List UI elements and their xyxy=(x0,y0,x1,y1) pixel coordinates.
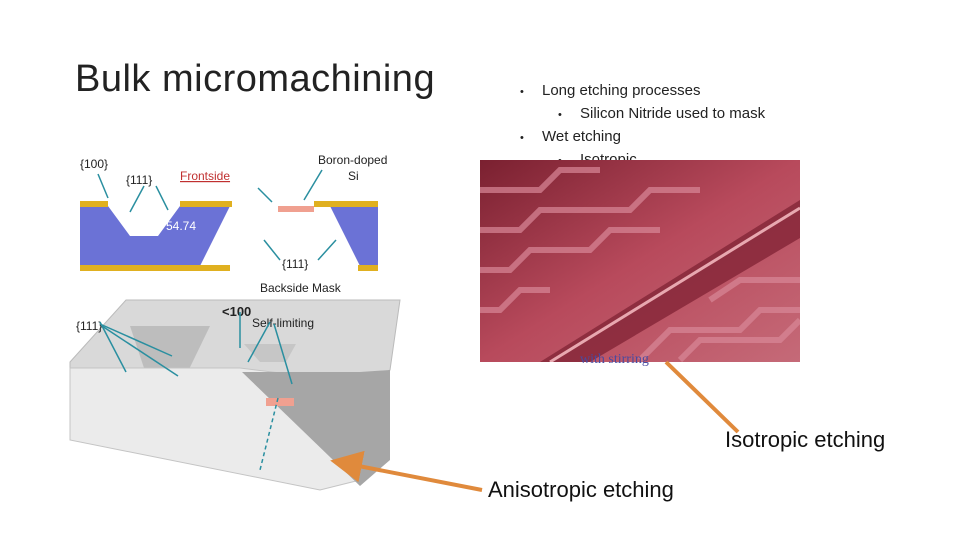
backside-mask-left xyxy=(80,265,230,271)
boron-label-1: Boron-doped xyxy=(318,153,387,167)
top-mask-mid xyxy=(180,201,232,207)
top-mask-right xyxy=(314,201,378,207)
wall-111-top-label: {111} xyxy=(126,173,152,187)
block-membrane xyxy=(266,398,294,406)
top-mask-left xyxy=(80,201,108,207)
isotropic-pointer xyxy=(664,360,740,434)
frontside-label: Frontside xyxy=(180,169,230,183)
isotropic-etch-photo xyxy=(480,160,800,362)
plane-100-label: {100} xyxy=(80,157,108,171)
photo-serpentine-channels xyxy=(480,167,800,362)
backside-mask-label: Backside Mask xyxy=(260,281,342,295)
photo-caption-fragment: with stirring xyxy=(580,352,649,367)
isotropic-etching-label: Isotropic etching xyxy=(725,427,886,452)
photo-channel xyxy=(540,200,800,362)
silicon-wafer-cross-section xyxy=(80,206,232,266)
bullet-list: •Long etching processes •Silicon Nitride… xyxy=(520,80,765,172)
angle-label: 54.74 xyxy=(166,219,196,233)
self-limiting-label: Self-limiting xyxy=(252,316,314,330)
block-wall-111-label: {111} xyxy=(76,319,102,333)
slide-title: Bulk micromachining xyxy=(75,58,436,100)
block-pit-mid xyxy=(244,344,296,362)
cross-section-arrows xyxy=(97,169,337,261)
direction-100-label: <100 xyxy=(222,304,251,319)
boron-label-2: Si xyxy=(348,169,359,183)
backside-mask-right xyxy=(358,265,378,271)
boron-doped-membrane xyxy=(278,206,314,212)
wall-111-bottom-label: {111} xyxy=(282,257,308,271)
bullet-item: •Silicon Nitride used to mask xyxy=(558,105,766,122)
block-arrows xyxy=(99,312,293,471)
anisotropic-etching-label: Anisotropic etching xyxy=(488,477,674,502)
bullet-item: •Long etching processes xyxy=(520,82,701,99)
bullet-item: •Wet etching xyxy=(520,128,621,145)
photo-ridge xyxy=(549,206,800,362)
anisotropic-etch-diagram: {100} {111} Frontside Boron-doped Si 54.… xyxy=(69,153,401,491)
silicon-wafer-right xyxy=(330,206,378,266)
